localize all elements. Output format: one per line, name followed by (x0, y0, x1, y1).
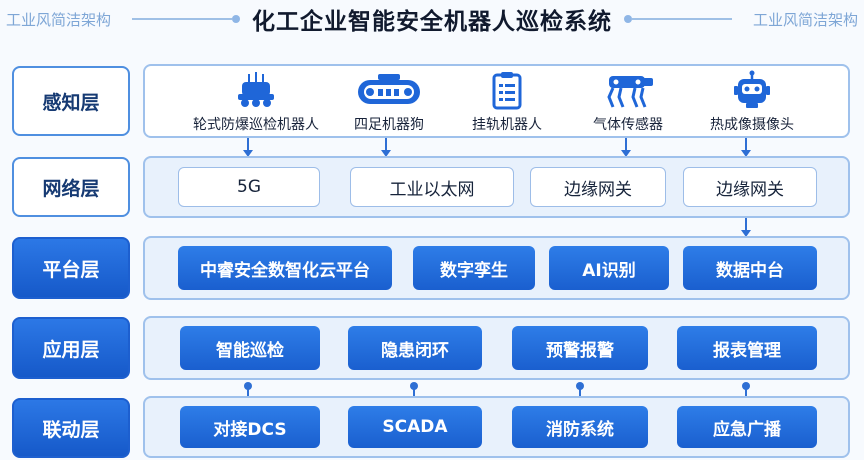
connector-arrow (621, 150, 631, 157)
connector-line (247, 388, 249, 396)
application-item-alert-alarm: 预警报警 (512, 326, 648, 370)
connector-arrow (741, 230, 751, 237)
network-item-5g: 5G (178, 167, 320, 207)
sensor-item-wheeled-robot: 轮式防爆巡检机器人 (191, 70, 321, 134)
header-decoration-dot-left (232, 15, 240, 23)
linkage-item-emergency-broadcast: 应急广播 (677, 406, 817, 448)
connector-line (745, 218, 747, 232)
connector-dot (410, 382, 418, 390)
sensor-item-rail-robot: 挂轨机器人 (442, 70, 572, 134)
platform-item-data-center: 数据中台 (683, 246, 817, 290)
platform-item-cloud-platform: 中睿安全数智化云平台 (178, 246, 392, 290)
linkage-item-fire-system: 消防系统 (512, 406, 648, 448)
connector-arrow (381, 150, 391, 157)
sensor-item-gas-sensor: 气体传感器 (563, 70, 693, 134)
header: 工业风简洁架构 化工企业智能安全机器人巡检系统 工业风简洁架构 (0, 0, 864, 44)
quadruped-robot-icon (607, 76, 653, 108)
platform-item-digital-twin: 数字孪生 (413, 246, 535, 290)
layer-label-platform: 平台层 (12, 237, 130, 299)
linkage-item-scada: SCADA (348, 406, 482, 448)
panel-linkage: 对接DCS SCADA 消防系统 应急广播 (143, 396, 850, 458)
panel-platform: 中睿安全数智化云平台 数字孪生 AI识别 数据中台 (143, 236, 850, 300)
layer-label-application: 应用层 (12, 317, 130, 379)
connector-dot (244, 382, 252, 390)
linkage-item-dcs: 对接DCS (180, 406, 320, 448)
application-item-hazard-loop: 隐患闭环 (348, 326, 482, 370)
connector-line (745, 388, 747, 396)
connector-line (247, 138, 249, 152)
sensor-label: 气体传感器 (593, 117, 663, 133)
connector-arrow (243, 150, 253, 157)
header-side-label-right: 工业风简洁架构 (752, 11, 858, 29)
application-item-report-management: 报表管理 (677, 326, 817, 370)
connector-line (745, 138, 747, 152)
connector-line (579, 388, 581, 396)
page-title: 化工企业智能安全机器人巡检系统 (252, 9, 612, 35)
sensor-item-thermal-camera: 热成像摄像头 (687, 70, 817, 134)
sensor-label: 热成像摄像头 (710, 117, 794, 133)
wheeled-robot-icon (238, 72, 274, 107)
tracked-robot-icon (358, 74, 420, 104)
layer-label-perception: 感知层 (12, 66, 130, 136)
sensor-label: 轮式防爆巡检机器人 (193, 117, 319, 133)
platform-item-ai-recognition: AI识别 (549, 246, 669, 290)
layer-label-linkage: 联动层 (12, 398, 130, 458)
connector-dot (576, 382, 584, 390)
network-item-industrial-ethernet: 工业以太网 (350, 167, 514, 207)
network-item-edge-gateway: 边缘网关 (683, 167, 817, 207)
connector-arrow (741, 150, 751, 157)
network-item-edge-gateway: 边缘网关 (530, 167, 666, 207)
connector-dot (742, 382, 750, 390)
connector-line (385, 138, 387, 152)
layer-label-network: 网络层 (12, 157, 130, 217)
sensor-label: 挂轨机器人 (472, 117, 542, 133)
connector-line (625, 138, 627, 152)
header-decoration-dot-right (624, 15, 632, 23)
sensor-label: 四足机器狗 (354, 117, 424, 133)
panel-application: 智能巡检 隐患闭环 预警报警 报表管理 (143, 316, 850, 380)
header-decoration-right (632, 18, 732, 20)
header-side-label-left: 工业风简洁架构 (6, 11, 112, 29)
panel-network: 5G 工业以太网 边缘网关 边缘网关 (143, 156, 850, 218)
application-item-smart-patrol: 智能巡检 (180, 326, 320, 370)
robot-head-icon (734, 70, 770, 108)
panel-perception: 轮式防爆巡检机器人 四足机器狗 挂轨机器人 (143, 64, 850, 138)
header-decoration-left (132, 18, 232, 20)
sensor-item-quadruped-dog: 四足机器狗 (324, 70, 454, 134)
clipboard-icon (492, 72, 522, 110)
connector-line (413, 388, 415, 396)
